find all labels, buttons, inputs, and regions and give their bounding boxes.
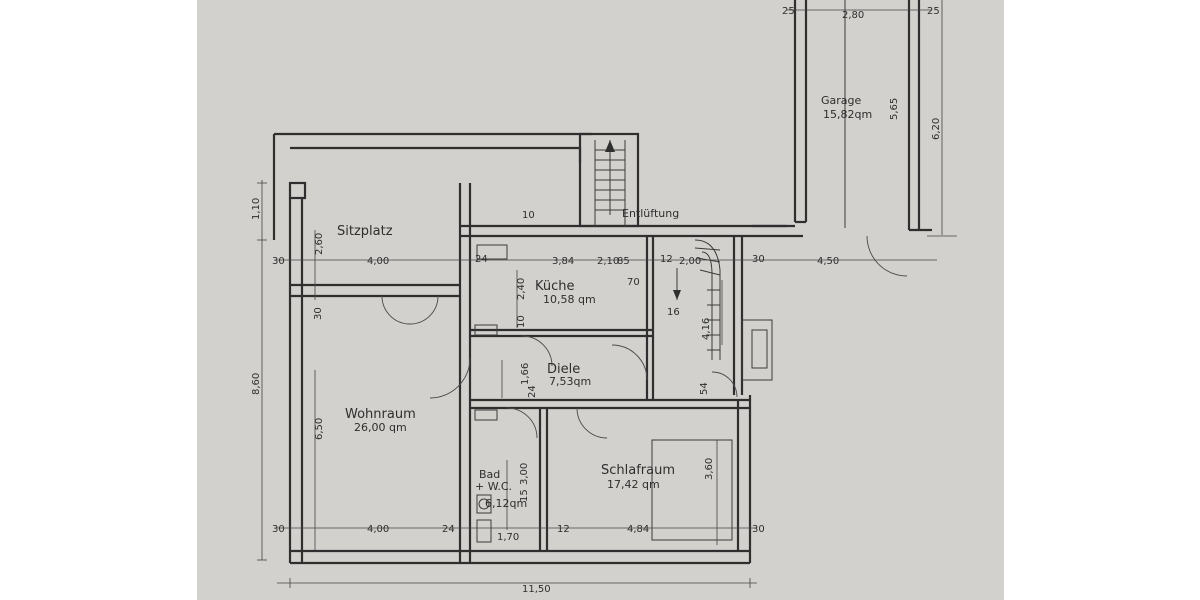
room-label-sitzplatz: Sitzplatz <box>337 224 393 239</box>
dim-sitzplatz-height: 2,60 <box>314 233 325 255</box>
room-label-wohnraum: Wohnraum <box>345 407 416 422</box>
room-area-schlafraum: 17,42 qm <box>607 478 660 491</box>
room-area-diele: 7,53qm <box>549 375 591 388</box>
dim-wall-12-a: 12 <box>660 254 673 265</box>
room-area-garage: 15,82qm <box>823 108 872 121</box>
dim-schlafraum-width: 4,84 <box>627 524 649 535</box>
room-label-diele: Diele <box>547 362 580 377</box>
dim-garage-outer: 6,20 <box>931 118 942 140</box>
dimension-labels: 11,50 8,60 2,80 5,65 6,20 25 25 1,10 2,6… <box>251 6 942 595</box>
stair-east <box>673 239 773 381</box>
dim-east-width: 4,50 <box>817 256 839 267</box>
stair-north <box>578 132 640 228</box>
room-label-kueche: Küche <box>535 279 575 294</box>
dim-schlafraum-depth: 3,60 <box>704 458 715 480</box>
dim-wohnraum-width-top: 4,00 <box>367 256 389 267</box>
dim-kueche-width: 3,84 <box>552 256 574 267</box>
fixtures <box>474 244 733 543</box>
dim-garage-wall-left: 25 <box>782 6 795 17</box>
dim-stair-run: 4,16 <box>701 318 712 340</box>
room-area-kueche: 10,58 qm <box>543 293 596 306</box>
dim-wall-30-c: 30 <box>272 524 285 535</box>
dimension-lines <box>257 0 957 588</box>
dim-wall-24-b: 24 <box>442 524 455 535</box>
dim-wall-24-a: 24 <box>475 254 488 265</box>
dim-wall-16: 16 <box>667 307 680 318</box>
dim-wall-10-b: 10 <box>522 210 535 221</box>
dim-garage-width: 2,80 <box>842 10 864 21</box>
garage-walls <box>750 0 932 238</box>
dim-pantry-width: 2,10 <box>597 256 619 267</box>
dim-bad-width: 1,70 <box>497 532 519 543</box>
dim-wohnraum-depth: 6,50 <box>314 418 325 440</box>
room-label-bad-wc: + W.C. <box>475 480 512 493</box>
floor-plan: Sitzplatz Küche 10,58 qm Diele 7,53qm Wo… <box>251 0 957 595</box>
room-area-bad: 6,12qm <box>485 497 527 510</box>
dim-wall-24-c: 24 <box>527 385 538 398</box>
dim-wall-30-d: 30 <box>752 524 765 535</box>
dim-pantry-small: 85 <box>617 256 630 267</box>
room-label-bad: Bad <box>479 468 500 481</box>
dim-wall-30-e: 30 <box>752 254 765 265</box>
doors <box>381 235 908 439</box>
dim-wall-30-b: 30 <box>313 307 324 320</box>
dim-wall-30-a: 30 <box>272 256 285 267</box>
dim-bad-depth: 3,00 <box>519 463 530 485</box>
room-label-garage: Garage <box>821 94 862 107</box>
dim-wall-10-a: 10 <box>516 315 527 328</box>
room-labels: Sitzplatz Küche 10,58 qm Diele 7,53qm Wo… <box>337 94 872 510</box>
blueprint-sheet: Sitzplatz Küche 10,58 qm Diele 7,53qm Wo… <box>197 0 1004 600</box>
dim-wall-15: 15 <box>519 489 530 502</box>
dim-diele-depth: 1,66 <box>520 363 531 385</box>
dim-overall-depth: 8,60 <box>251 373 262 395</box>
dim-wohnraum-width-bottom: 4,00 <box>367 524 389 535</box>
dim-wall-70: 70 <box>627 277 640 288</box>
dim-garage-length: 5,65 <box>889 98 900 120</box>
dim-sitzplatz-depth: 1,10 <box>251 198 262 220</box>
dim-kueche-depth: 2,40 <box>516 278 527 300</box>
dim-wall-12-b: 12 <box>557 524 570 535</box>
house-walls <box>272 132 787 565</box>
room-area-wohnraum: 26,00 qm <box>354 421 407 434</box>
room-label-schlafraum: Schlafraum <box>601 463 675 478</box>
dim-garage-wall-right: 25 <box>927 6 940 17</box>
dim-overall-width: 11,50 <box>522 584 551 595</box>
dim-stair-width: 2,00 <box>679 256 701 267</box>
dim-wall-54: 54 <box>699 382 710 395</box>
label-entlueftung: Entlüftung <box>622 207 679 220</box>
